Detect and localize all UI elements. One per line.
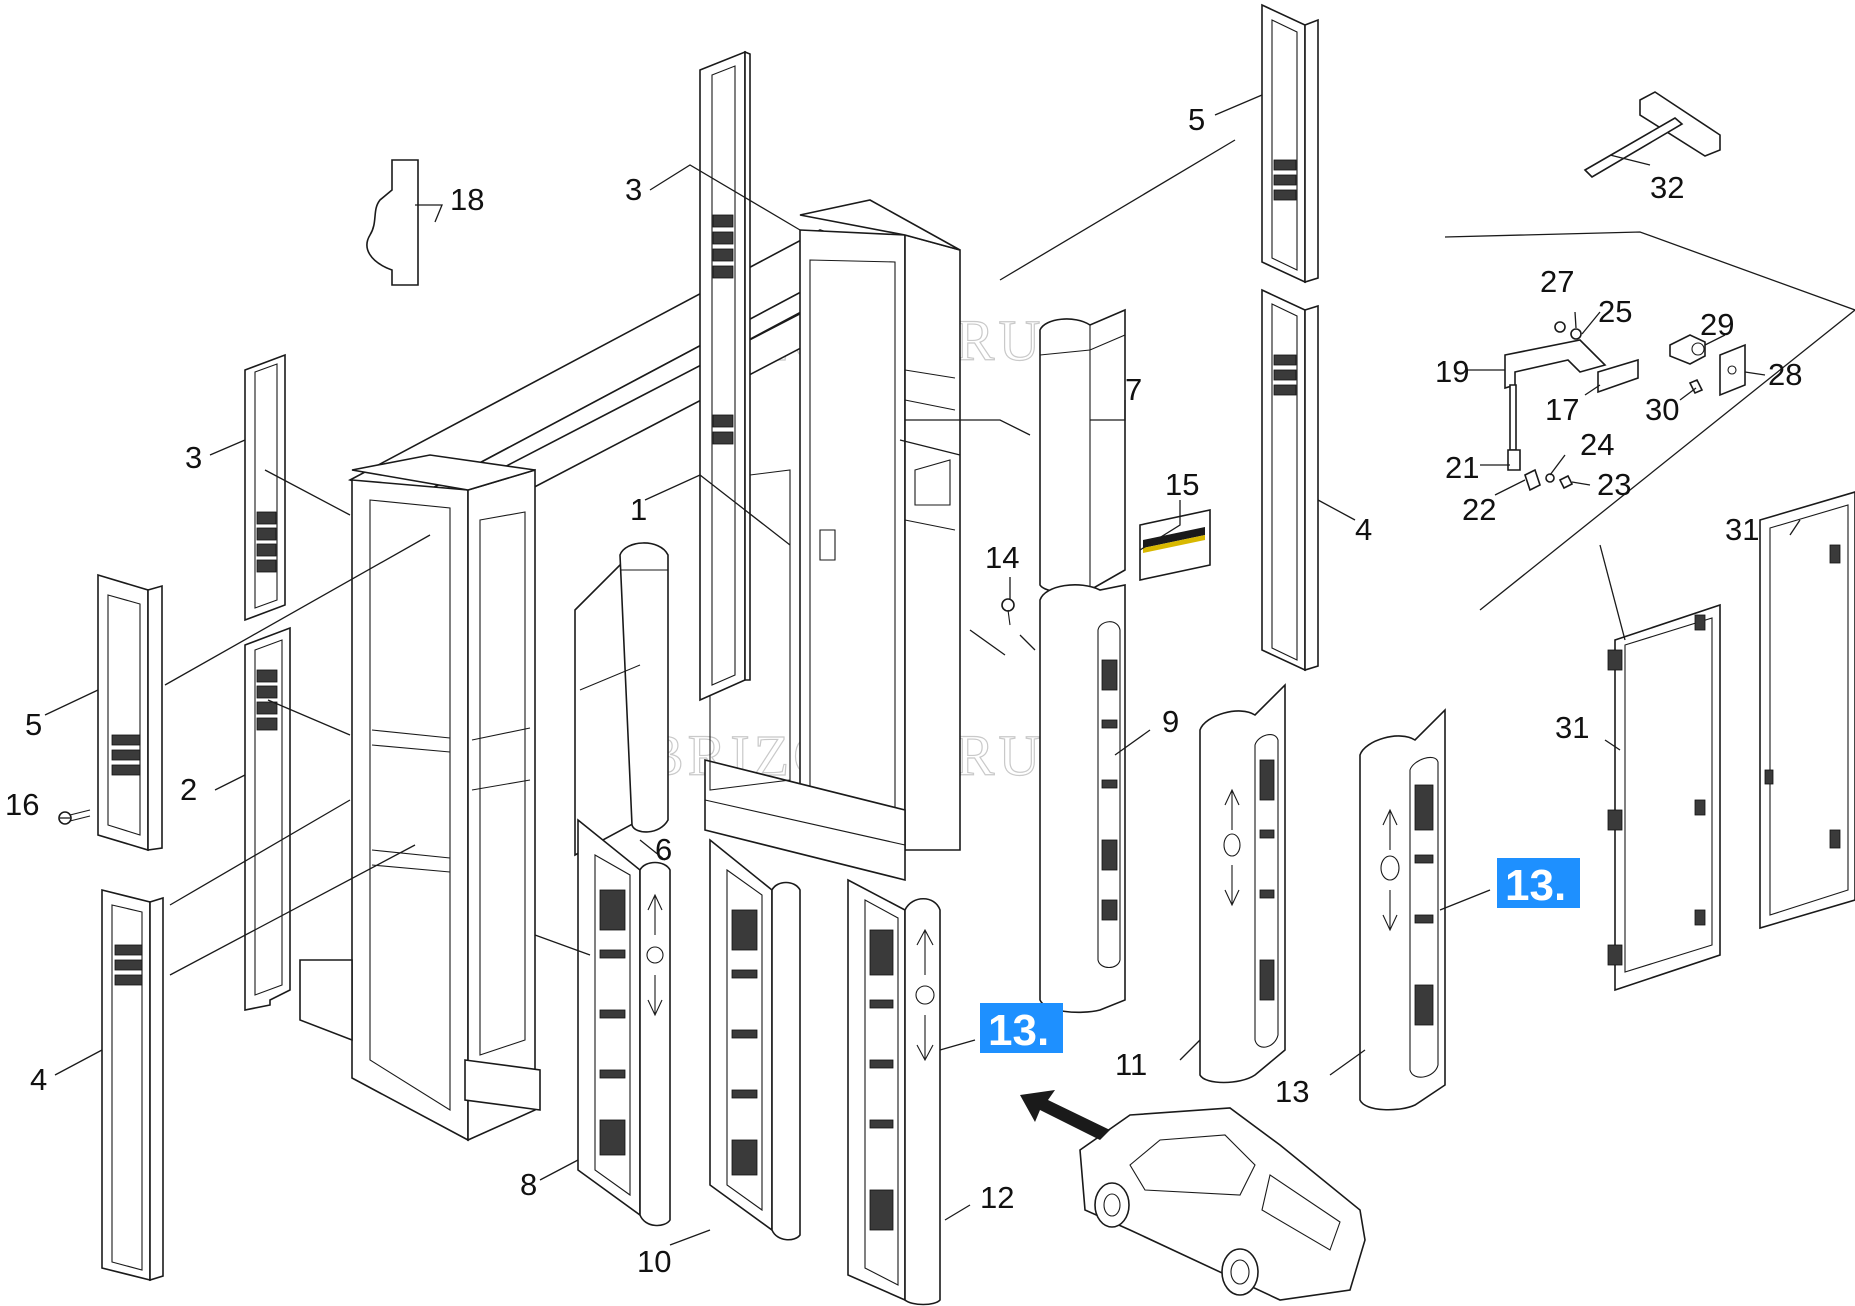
label-5-right: 5 [1188, 102, 1205, 137]
label-16: 16 [5, 787, 39, 822]
direction-arrow-icon [1020, 1090, 1110, 1140]
label-28: 28 [1768, 357, 1802, 392]
label-18: 18 [450, 182, 484, 217]
part-21-rod [1509, 384, 1517, 451]
part-19-bracket [1504, 339, 1607, 390]
label-23: 23 [1597, 467, 1631, 502]
label-22: 22 [1462, 492, 1496, 527]
label-31-front: 31 [1555, 710, 1589, 745]
part-31-door-rear [1759, 491, 1855, 930]
part-17-plate [1597, 358, 1639, 394]
part-3-upper-profile [699, 50, 751, 702]
part-25-washer [1570, 328, 1582, 340]
part-7-upper-cover [1039, 308, 1126, 594]
label-27: 27 [1540, 264, 1574, 299]
label-17: 17 [1545, 392, 1579, 427]
callout-13-right-text: 13. [1505, 861, 1566, 910]
part-3-left-profile [244, 353, 286, 622]
label-30: 30 [1645, 392, 1679, 427]
part-5-right-cover [1261, 3, 1319, 284]
label-25: 25 [1598, 294, 1632, 329]
label-11: 11 [1115, 1047, 1147, 1082]
part-23-screw [1558, 474, 1574, 490]
part-24-washer [1545, 473, 1555, 483]
label-13: 13 [1275, 1074, 1309, 1109]
label-3-left: 3 [185, 440, 202, 475]
part-9-front-panel [1039, 584, 1126, 1014]
lock-assembly [1504, 321, 1746, 492]
label-4-left: 4 [30, 1062, 47, 1097]
callout-13-center-text: 13. [988, 1006, 1049, 1055]
part-31-door-front [1607, 603, 1721, 992]
part-6-side-cover [574, 542, 669, 857]
label-31-rear: 31 [1725, 512, 1759, 547]
callout-13-center: 13. [980, 1003, 1063, 1055]
part-12-front-panel [847, 878, 941, 1306]
label-14: 14 [985, 540, 1019, 575]
label-21: 21 [1445, 450, 1479, 485]
part-13-front-panel [1359, 708, 1446, 1111]
part-8-front-panel [577, 818, 671, 1227]
part-15-logo-plate [1139, 509, 1211, 581]
label-24: 24 [1580, 427, 1614, 462]
part-32-t-key [1583, 91, 1721, 179]
label-8: 8 [520, 1167, 537, 1202]
part-18-gasket [366, 159, 419, 286]
label-2: 2 [180, 772, 197, 807]
label-9: 9 [1162, 704, 1179, 739]
label-12: 12 [980, 1180, 1014, 1215]
part-10-front-panel [709, 838, 801, 1241]
part-11-front-panel [1199, 683, 1286, 1084]
part-16-screw [58, 809, 91, 825]
label-10: 10 [637, 1244, 671, 1279]
part-2-left-profile [244, 626, 291, 1011]
label-1: 1 [630, 492, 647, 527]
label-19: 19 [1435, 354, 1469, 389]
part-5-left-cover [97, 573, 163, 852]
label-3-upper: 3 [625, 172, 642, 207]
label-6: 6 [655, 832, 672, 867]
part-22-clip [1524, 468, 1541, 492]
part-4-right-cover [1261, 288, 1319, 672]
label-15: 15 [1165, 467, 1199, 502]
label-29: 29 [1700, 307, 1734, 342]
part-27-nut [1554, 321, 1566, 333]
part-14-screw [1001, 598, 1015, 626]
car-orientation-icon [1079, 1107, 1366, 1301]
part-29-lock-cylinder [1669, 334, 1706, 365]
leader-lines [44, 94, 1855, 1246]
part-number-labels: 18 3 5 32 27 25 29 19 28 17 30 24 21 23 … [5, 102, 1802, 1279]
part-28-lock-plate [1719, 343, 1746, 397]
label-32: 32 [1650, 170, 1684, 205]
callout-13-right: 13. [1497, 858, 1580, 910]
label-7: 7 [1125, 372, 1142, 407]
label-4-right: 4 [1355, 512, 1372, 547]
part-4-left-cover [101, 888, 164, 1282]
label-5-left: 5 [25, 707, 42, 742]
